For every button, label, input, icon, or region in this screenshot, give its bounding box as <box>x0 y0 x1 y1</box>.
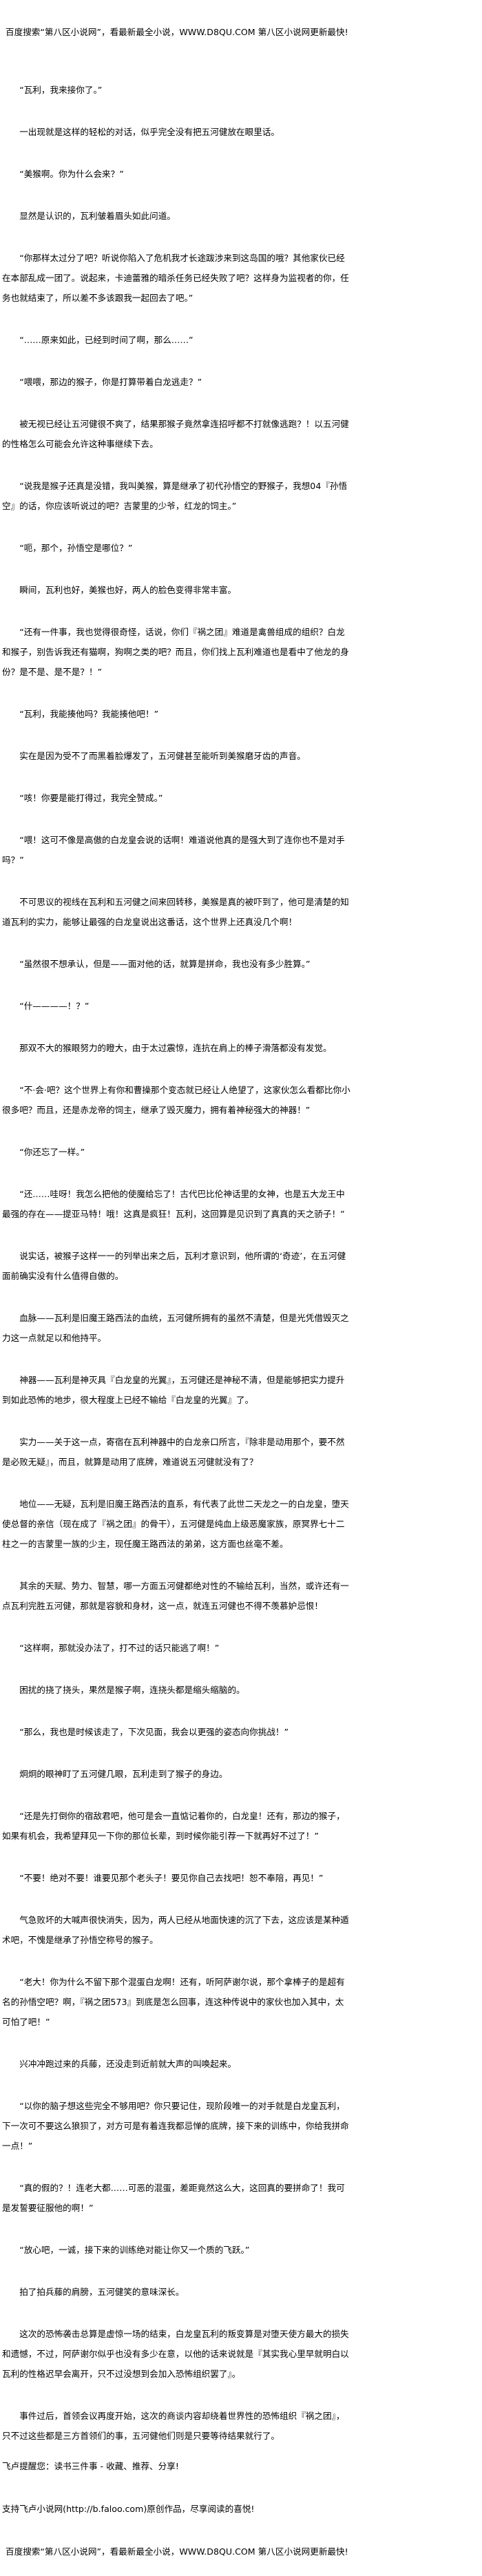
reading-reminder: 飞卢提醒您：读书三件事 - 收藏、推荐、分享! <box>2 2461 179 2471</box>
chapter-paragraph: “不·会·吧？这个世界上有你和曹操那个变态就已经让人绝望了，这家伙怎么看都比你小… <box>2 1085 350 1115</box>
chapter-paragraph: “咳！你要是能打得过，我完全赞成。” <box>19 793 163 803</box>
chapter-paragraph: 显然是认识的，瓦利皱着眉头如此问道。 <box>19 211 176 221</box>
chapter-paragraph: 瞬间，瓦利也好，美猴也好，两人的脸色变得非常丰富。 <box>19 585 237 595</box>
chapter-paragraph: “……原来如此，已经到时间了啊，那么……” <box>19 335 193 345</box>
chapter-paragraph: 拍了拍兵藤的肩膀，五河健笑的意味深长。 <box>19 2287 185 2297</box>
chapter-paragraph: 其余的天赋、势力、智慧，哪一方面五河健都绝对性的不输给瓦利，当然，或许还有一点瓦… <box>2 1581 349 1611</box>
chapter-paragraph: “真的假的？！连老大都……可恶的混蛋，差距竟然这么大，这回真的要拼命了！我可是发… <box>2 2183 345 2213</box>
chapter-paragraph: “什————！？” <box>19 1001 90 1011</box>
chapter-paragraph: 气急败坏的大喊声很快消失，因为，两人已经从地面快速的沉了下去，这应该是某种遁术吧… <box>2 1915 349 1945</box>
chapter-paragraph: 困扰的挠了挠头，果然是猴子啊，连挠头都是缩头缩脑的。 <box>19 1685 245 1695</box>
chapter-paragraph: “那么，我也是时候该走了，下次见面，我会以更强的姿态向你挑战！” <box>19 1727 289 1737</box>
support-notice: 支持飞卢小说网(http://b.faloo.com)原创作品，尽享阅读的喜悦! <box>2 2504 255 2514</box>
chapter-paragraph: “还有一件事，我也觉得很奇怪，话说，你们『祸之团』难道是禽兽组成的组织？白龙和猴… <box>2 627 349 677</box>
site-banner-bottom: 百度搜索“第八区小说网”，看最新最全小说，WWW.D8QU.COM 第八区小说网… <box>6 2546 348 2557</box>
chapter-paragraph: 实在是因为受不了而黑着脸爆发了，五河健甚至能听到美猴磨牙齿的声音。 <box>19 751 306 761</box>
chapter-paragraph: “呃，那个，孙悟空是哪位？” <box>19 543 133 553</box>
chapter-paragraph: 说实话，被猴子这样一一的列举出来之后，瓦利才意识到，他所谓的‘奇迹’，在五河健面… <box>2 1251 346 1281</box>
chapter-paragraph: “美猴啊。你为什么会来？” <box>19 169 124 179</box>
chapter-paragraph: “说我是猴子还真是没错，我叫美猴，算是继承了初代孙悟空的野猴子，我想04『孙悟空… <box>2 481 348 511</box>
chapter-paragraph: “不要！绝对不要！谁要见那个老头子！要见你自己去找吧！恕不奉陪，再见！” <box>19 1873 324 1883</box>
chapter-paragraph: 那双不大的猴眼努力的瞪大，由于太过震惊，连抗在肩上的棒子滑落都没有发觉。 <box>19 1043 332 1053</box>
chapter-paragraph: “以你的脑子想这些完全不够用吧？你只要记住，现阶段唯一的对手就是白龙皇瓦利，下一… <box>2 2101 349 2151</box>
chapter-paragraph: 这次的恐怖袭击总算是虚惊一场的结束，白龙皇瓦利的叛变算是对堕天使方最大的损失和遗… <box>2 2329 349 2379</box>
chapter-paragraph: “这样啊，那就没办法了，打不过的话只能逃了啊！” <box>19 1643 220 1653</box>
chapter-paragraph: “放心吧，一诚，接下来的训练绝对能让你又一个质的飞跃。” <box>19 2245 250 2255</box>
chapter-paragraph: 地位——无疑，瓦利是旧魔王路西法的直系，有代表了此世二天龙之一的白龙皇，堕天使总… <box>2 1499 349 1549</box>
chapter-paragraph: “你还忘了一样。” <box>19 1147 85 1157</box>
chapter-paragraph: 事件过后，首领会议再度开始，这次的商谈内容却绕着世界性的恐怖组织『祸之团』，只不… <box>2 2411 345 2441</box>
chapter-paragraph: 一出现就是这样的轻松的对话，似乎完全没有把五河健放在眼里话。 <box>19 127 280 137</box>
chapter-paragraph: 血脉——瓦利是旧魔王路西法的血统，五河健所拥有的虽然不清楚，但是光凭借毁灭之力这… <box>2 1313 349 1343</box>
chapter-paragraph: “你那样太过分了吧？听说你陷入了危机我才长途跋涉来到这岛国的哦？其他家伙已经在本… <box>2 253 349 303</box>
chapter-paragraph: 兴冲冲跑过来的兵藤，还没走到近前就大声的叫唤起来。 <box>19 2059 237 2069</box>
chapter-paragraph: “瓦利，我能揍他吗？我能揍他吧！” <box>19 709 159 719</box>
site-banner-top: 百度搜索“第八区小说网”，看最新最全小说，WWW.D8QU.COM 第八区小说网… <box>6 27 348 37</box>
chapter-paragraph: “还是先打倒你的宿敌君吧，他可是会一直惦记着你的，白龙皇！还有，那边的猴子，如果… <box>2 1811 345 1841</box>
chapter-paragraph: 被无视已经让五河健很不爽了，结果那猴子竟然拿连招呼都不打就像逃跑？！以五河健的性… <box>2 419 349 449</box>
chapter-paragraph: “喂喂，那边的猴子，你是打算带着白龙逃走？” <box>19 377 202 387</box>
chapter-paragraph: “虽然很不想承认，但是——面对他的话，就算是拼命，我也没有多少胜算。” <box>19 959 311 969</box>
chapter-paragraph: “还……哇呀！我怎么把他的使魔给忘了！古代巴比伦神话里的女神，也是五大龙王中最强… <box>2 1189 345 1219</box>
chapter-paragraph: “老大！你为什么不留下那个混蛋白龙啊！还有，听阿萨谢尔说，那个拿棒子的是超有名的… <box>2 1977 345 2027</box>
chapter-paragraph: “喂！这可不像是高傲的白龙皇会说的话啊！难道说他真的是强大到了连你也不是对手吗？… <box>2 835 345 865</box>
chapter-paragraph: 神器——瓦利是神灭具『白龙皇的光翼』，五河健还是神秘不清，但是能够把实力提升到如… <box>2 1375 345 1405</box>
chapter-paragraph: 不可思议的视线在瓦利和五河健之间来回转移，美猴是真的被吓到了，他可是清楚的知道瓦… <box>2 897 349 927</box>
chapter-body: “瓦利，我来接你了。” 一出现就是这样的轻松的对话，似乎完全没有把五河健放在眼里话… <box>2 80 352 2468</box>
chapter-paragraph: 炯炯的眼神盯了五河健几眼，瓦利走到了猴子的身边。 <box>19 1769 228 1779</box>
chapter-paragraph: “瓦利，我来接你了。” <box>19 85 103 95</box>
chapter-paragraph: 实力——关于这一点，寄宿在瓦利神器中的白龙亲口所言，『除非是动用那个，要不然是必… <box>2 1437 345 1467</box>
